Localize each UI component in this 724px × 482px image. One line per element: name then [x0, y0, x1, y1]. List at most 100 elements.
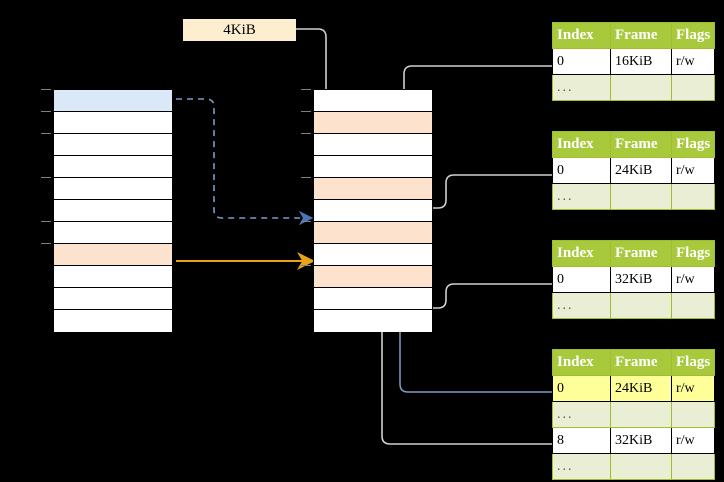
- wire-virtual-page-to-frame-dashed: [176, 98, 314, 226]
- column-header-frame: Frame: [610, 22, 672, 49]
- cell-index: 0: [552, 48, 611, 75]
- page-table-ellipsis-row: ...: [552, 183, 715, 210]
- cell-flags: [671, 453, 715, 480]
- scale-tick: [301, 89, 311, 90]
- cell-frame: [610, 74, 672, 101]
- wire-pt4-row0-to-frame: [393, 225, 552, 393]
- column-header-flags: Flags: [671, 131, 715, 158]
- scale-tick: [41, 89, 51, 90]
- scale-tick: [301, 133, 311, 134]
- memory-row: [54, 178, 172, 200]
- memory-row: [54, 134, 172, 156]
- cell-frame: 24KiB: [610, 157, 672, 184]
- cell-flags: r/w: [671, 48, 715, 75]
- cell-frame: [610, 453, 672, 480]
- column-header-frame: Frame: [610, 349, 672, 376]
- cell-flags: [671, 74, 715, 101]
- wire-pt2-to-frame: [404, 174, 552, 230]
- wire-pt1-to-frame: [396, 65, 552, 186]
- column-header-flags: Flags: [671, 22, 715, 49]
- memory-row: [314, 310, 432, 332]
- virtual-address-space-table: [53, 89, 173, 332]
- column-header-index: Index: [552, 349, 611, 376]
- cell-frame: 24KiB: [610, 375, 672, 402]
- scale-tick: [41, 133, 51, 134]
- cell-index: ...: [552, 453, 611, 480]
- memory-row: [54, 90, 172, 112]
- column-header-index: Index: [552, 131, 611, 158]
- memory-row: [54, 310, 172, 332]
- scale-tick: [41, 177, 51, 178]
- cell-index: 0: [552, 375, 611, 402]
- column-header-frame: Frame: [610, 240, 672, 267]
- cell-index: ...: [552, 292, 611, 319]
- memory-row: [314, 200, 432, 222]
- memory-row: [314, 112, 432, 134]
- frame-size-label: 4KiB: [183, 19, 296, 41]
- column-header-flags: Flags: [671, 349, 715, 376]
- wire-pt3-to-frame: [410, 264, 552, 309]
- cell-index: ...: [552, 401, 611, 428]
- scale-tick: [41, 221, 51, 222]
- cell-index: ...: [552, 183, 611, 210]
- page-table-ellipsis-row: ...: [552, 401, 715, 428]
- memory-row: [314, 244, 432, 266]
- memory-row: [54, 244, 172, 266]
- page-table-ellipsis-row: ...: [552, 74, 715, 101]
- cell-frame: [610, 183, 672, 210]
- cell-index: 8: [552, 427, 611, 454]
- cell-frame: [610, 292, 672, 319]
- cell-frame: 32KiB: [610, 266, 672, 293]
- memory-row: [314, 222, 432, 244]
- scale-tick: [301, 177, 311, 178]
- scale-tick: [301, 221, 311, 222]
- cell-flags: r/w: [671, 427, 715, 454]
- memory-row: [54, 222, 172, 244]
- column-header-frame: Frame: [610, 131, 672, 158]
- memory-row: [314, 178, 432, 200]
- memory-row: [314, 156, 432, 178]
- memory-row: [54, 156, 172, 178]
- memory-row: [54, 200, 172, 222]
- physical-memory-table: [313, 89, 433, 332]
- memory-row: [54, 266, 172, 288]
- memory-row: [54, 288, 172, 310]
- scale-tick: [301, 111, 311, 112]
- memory-row: [314, 266, 432, 288]
- wire-chip-to-frame: [296, 28, 334, 118]
- column-header-flags: Flags: [671, 240, 715, 267]
- cell-frame: [610, 401, 672, 428]
- scale-tick: [301, 265, 311, 266]
- wire-pt4-row8-to-frame: [374, 264, 552, 445]
- cell-index: ...: [552, 74, 611, 101]
- memory-row: [314, 134, 432, 156]
- column-header-index: Index: [552, 240, 611, 267]
- memory-row: [54, 112, 172, 134]
- cell-frame: 32KiB: [610, 427, 672, 454]
- memory-row: [314, 288, 432, 310]
- cell-index: 0: [552, 157, 611, 184]
- cell-frame: 16KiB: [610, 48, 672, 75]
- page-table-ellipsis-row: ...: [552, 292, 715, 319]
- scale-tick: [41, 243, 51, 244]
- memory-row: [314, 90, 432, 112]
- page-table-ellipsis-row: ...: [552, 453, 715, 480]
- cell-flags: [671, 183, 715, 210]
- cell-flags: r/w: [671, 375, 715, 402]
- cell-flags: [671, 401, 715, 428]
- column-header-index: Index: [552, 22, 611, 49]
